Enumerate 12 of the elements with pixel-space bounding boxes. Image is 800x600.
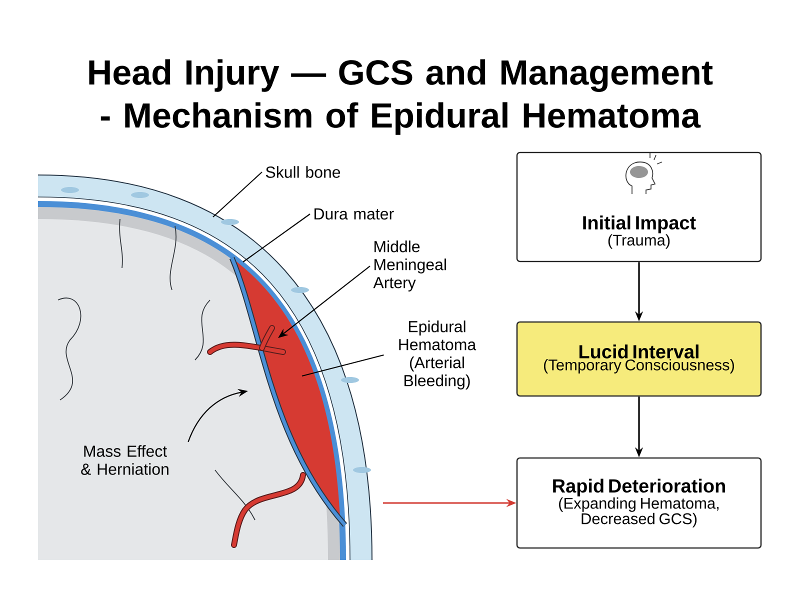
label-text: Mass Effect & Herniation [81, 445, 168, 475]
process-box: Initial Impact (Trauma) [516, 152, 762, 262]
process-box: Lucid Interval (Temporary Consciousness) [516, 321, 762, 397]
label-text: Dura mater [314, 208, 394, 220]
label-text: Middle Meningeal Artery [373, 240, 446, 292]
leader-line [212, 172, 262, 218]
title: Head Injury — GCS and Management - Mechanism of Epidural Hematoma [89, 59, 713, 135]
process-box: Rapid Deterioration (Expanding Hematoma, Decreased GCS) [516, 457, 762, 549]
label-text: Skull bone [266, 166, 340, 178]
label-text: Epidural Hematoma (Arterial Bleeding) [399, 320, 476, 390]
leader-line [242, 214, 310, 262]
leader-line [302, 354, 384, 377]
